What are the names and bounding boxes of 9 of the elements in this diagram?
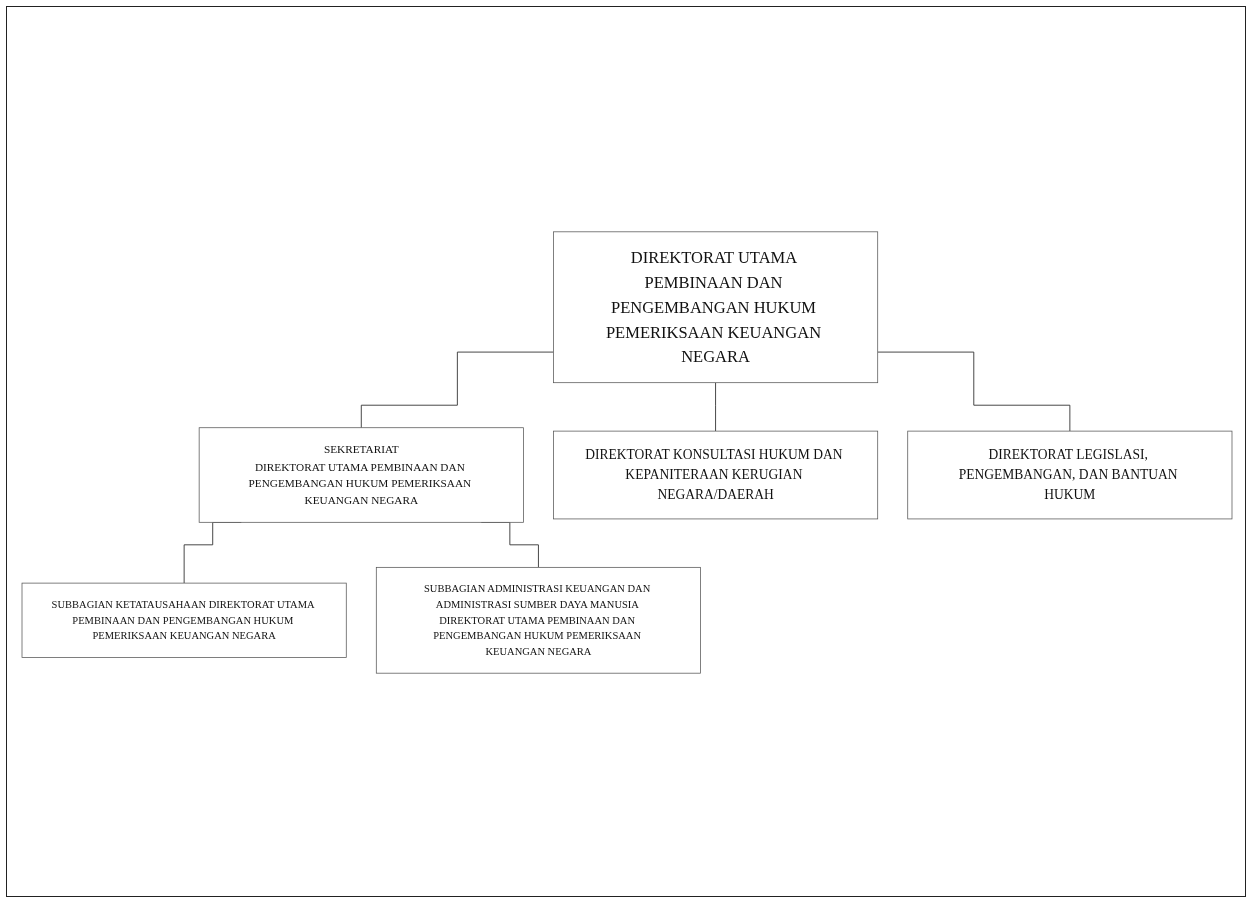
connector <box>877 351 1071 432</box>
node-box: SEKRETARIAT DIREKTORAT UTAMA PEMBINAAN DAN PENGEMBANGAN HUKUM PEMERIKSAAN KEUANGAN NEGARA <box>198 427 524 523</box>
node-box: DIREKTORAT LEGISLASI, PENGEMBANGAN, DAN BANTUAN HUKUM <box>907 430 1233 520</box>
connector <box>715 382 717 432</box>
node-box: DIREKTORAT KONSULTASI HUKUM DAN KEPANITERAAN KERUGIAN NEGARA/DAERAH <box>553 430 879 520</box>
node-box: SUBBAGIAN KETATAUSAHAAN DIREKTORAT UTAMA PEMBINAAN DAN PENGEMBANGAN HUKUM PEMERIKSAAN KEUANGAN NEGARA <box>21 582 347 658</box>
node-box: SUBBAGIAN ADMINISTRASI KEUANGAN DAN ADMINISTRASI SUMBER DAYA MANUSIA DIREKTORAT UTAMA PEMBINAAN DAN PENGEMBANGAN HUKUM PEMERIKSAAN KEUANGAN NEGARA <box>375 566 701 674</box>
node-box: DIREKTORAT UTAMA PEMBINAAN DAN PENGEMBANGAN HUKUM PEMERIKSAAN KEUANGAN NEGARA <box>553 231 879 384</box>
connector <box>360 351 554 429</box>
